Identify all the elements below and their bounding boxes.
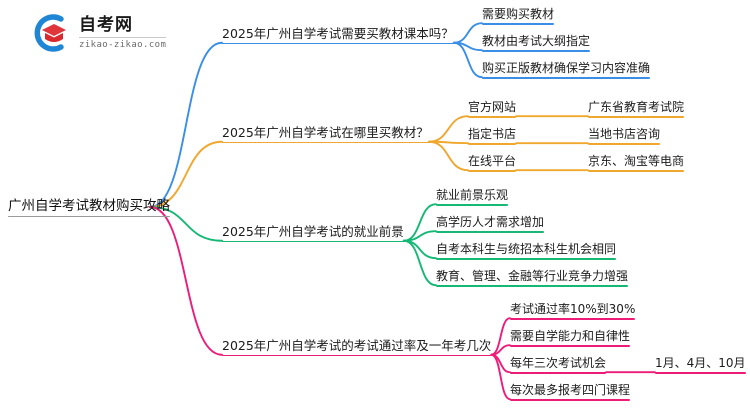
leaf-node[interactable]: 考试通过率10%到30% <box>510 302 636 316</box>
logo-text: 自考网 zikao-zikao.com <box>79 14 167 51</box>
node-underline <box>436 231 545 233</box>
node-underline <box>436 204 509 206</box>
leaf-node[interactable]: 需要购买教材 <box>482 7 555 21</box>
node-underline <box>510 318 636 320</box>
leaf-node[interactable]: 需要自学能力和自律性 <box>510 329 631 343</box>
node-underline <box>8 215 170 218</box>
leaf-node[interactable]: 每年三次考试机会 <box>510 356 607 370</box>
leaf-node[interactable]: 京东、淘宝等电商 <box>588 154 685 168</box>
node-underline <box>436 258 617 260</box>
leaf-node[interactable]: 自考本科生与统招本科生机会相同 <box>436 242 617 256</box>
node-underline <box>222 354 492 357</box>
node-underline <box>510 399 631 401</box>
node-underline <box>482 50 591 52</box>
leaf-node[interactable]: 指定书店 <box>468 127 517 141</box>
node-underline <box>510 345 631 347</box>
leaf-node[interactable]: 广东省教育考试院 <box>588 100 685 114</box>
leaf-node[interactable]: 在线平台 <box>468 154 517 168</box>
node-underline <box>468 116 517 118</box>
node-underline <box>436 285 629 287</box>
branch-node-3[interactable]: 2025年广州自学考试的就业前景 <box>222 224 404 239</box>
branch-node-1[interactable]: 2025年广州自学考试需要买教材课本吗？ <box>222 26 454 41</box>
branch-node-4[interactable]: 2025年广州自学考试的考试通过率及一年考几次 <box>222 338 492 353</box>
node-underline <box>468 170 517 172</box>
leaf-node[interactable]: 当地书店咨询 <box>588 127 661 141</box>
node-underline <box>588 116 685 118</box>
branch-node-2[interactable]: 2025年广州自学考试在哪里买教材？ <box>222 125 429 140</box>
leaf-node[interactable]: 就业前景乐观 <box>436 188 509 202</box>
leaf-node[interactable]: 1月、4月、10月 <box>655 356 746 370</box>
leaf-node[interactable]: 教育、管理、金融等行业竞争力增强 <box>436 269 629 283</box>
leaf-node[interactable]: 教材由考试大纲指定 <box>482 34 591 48</box>
logo-title: 自考网 <box>79 14 133 35</box>
node-underline <box>482 23 555 25</box>
node-underline <box>482 77 651 79</box>
node-underline <box>588 170 685 172</box>
node-underline <box>655 372 746 374</box>
site-logo: 自考网 zikao-zikao.com <box>30 12 167 54</box>
logo-subtitle: zikao-zikao.com <box>79 37 167 51</box>
node-underline <box>588 143 661 145</box>
zikao-graduation-cap-logo <box>30 12 72 54</box>
mindmap-root-node[interactable]: 广州自学考试教材购买攻略 <box>8 198 170 214</box>
leaf-node[interactable]: 官方网站 <box>468 100 517 114</box>
node-underline <box>222 240 404 243</box>
node-underline <box>510 372 607 374</box>
leaf-node[interactable]: 购买正版教材确保学习内容准确 <box>482 61 651 75</box>
leaf-node[interactable]: 每次最多报考四门课程 <box>510 383 631 397</box>
node-underline <box>222 42 454 45</box>
node-underline <box>468 143 517 145</box>
leaf-node[interactable]: 高学历人才需求增加 <box>436 215 545 229</box>
node-underline <box>222 141 429 144</box>
